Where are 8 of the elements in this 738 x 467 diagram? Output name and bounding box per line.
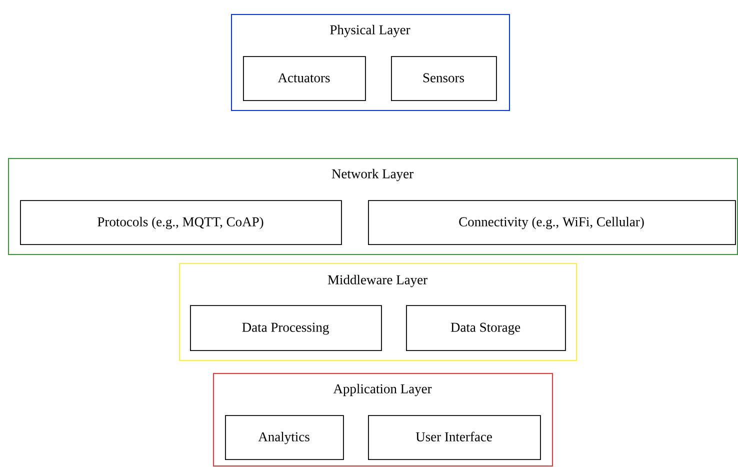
- component-box: Analytics: [225, 415, 344, 460]
- component-box: Protocols (e.g., MQTT, CoAP): [20, 200, 342, 245]
- component-box: User Interface: [368, 415, 541, 460]
- component-box: Data Storage: [406, 305, 566, 351]
- component-box: Connectivity (e.g., WiFi, Cellular): [368, 200, 736, 245]
- component-box: Actuators: [243, 56, 366, 101]
- component-box: Sensors: [391, 56, 497, 101]
- component-box: Data Processing: [190, 305, 382, 351]
